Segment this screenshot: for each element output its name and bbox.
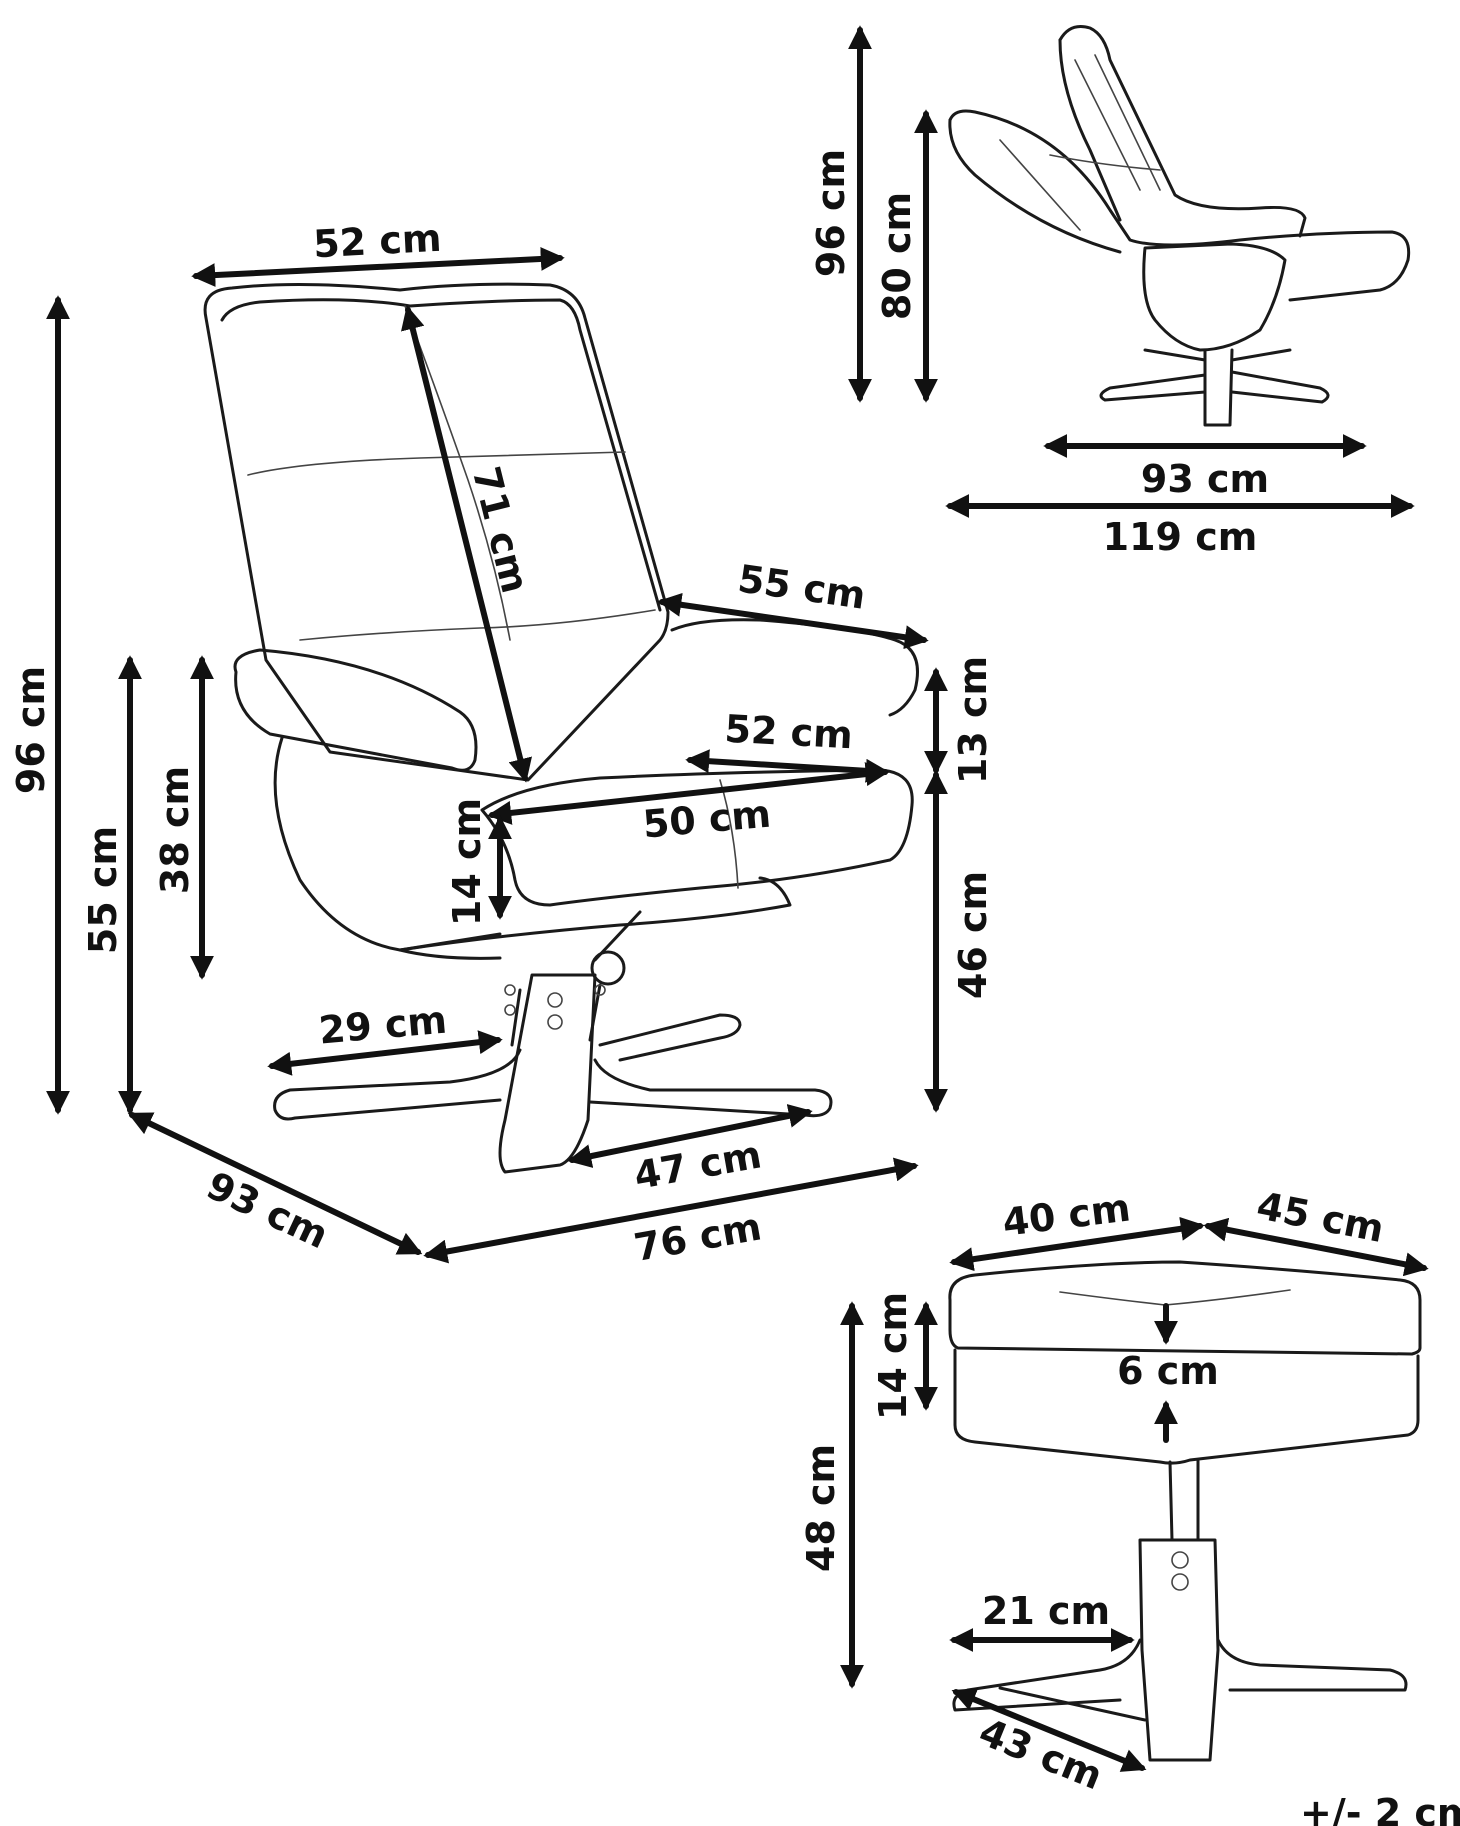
label-armrest-inner: 38 cm <box>153 766 197 894</box>
label-seat-height: 46 cm <box>951 871 995 999</box>
label-armrest-length: 55 cm <box>735 556 868 617</box>
label-seat-cushion: 14 cm <box>445 798 489 926</box>
label-ottoman-height: 48 cm <box>799 1444 843 1572</box>
label-ottoman-base: 43 cm <box>973 1710 1108 1799</box>
ottoman-drawing <box>948 1260 1422 1762</box>
label-seat-depth: 52 cm <box>723 707 853 758</box>
label-reclined-depth: 119 cm <box>1103 515 1258 559</box>
label-ottoman-leg: 21 cm <box>982 1589 1110 1633</box>
label-leg-length: 29 cm <box>317 998 449 1053</box>
label-seat-width: 50 cm <box>641 792 773 847</box>
label-tolerance: +/- 2 cm <box>1300 1791 1460 1826</box>
dimension-labels: 52 cm 96 cm 55 cm 38 cm 71 cm 55 cm 13 c… <box>9 149 1460 1826</box>
label-ottoman-cushion: 14 cm <box>871 1292 915 1420</box>
chair-reclined-drawing <box>948 25 1411 427</box>
label-total-height: 96 cm <box>9 666 53 794</box>
label-reclined-height-upright: 96 cm <box>809 149 853 277</box>
dimension-arrows <box>46 25 1429 1772</box>
label-reclined-depth-upright: 93 cm <box>1141 457 1269 501</box>
label-armrest-rise: 13 cm <box>951 656 995 784</box>
label-back-width: 52 cm <box>312 216 442 267</box>
label-reclined-height: 80 cm <box>875 192 919 320</box>
label-armrest-height: 55 cm <box>81 826 125 954</box>
label-ottoman-top: 6 cm <box>1117 1349 1219 1393</box>
